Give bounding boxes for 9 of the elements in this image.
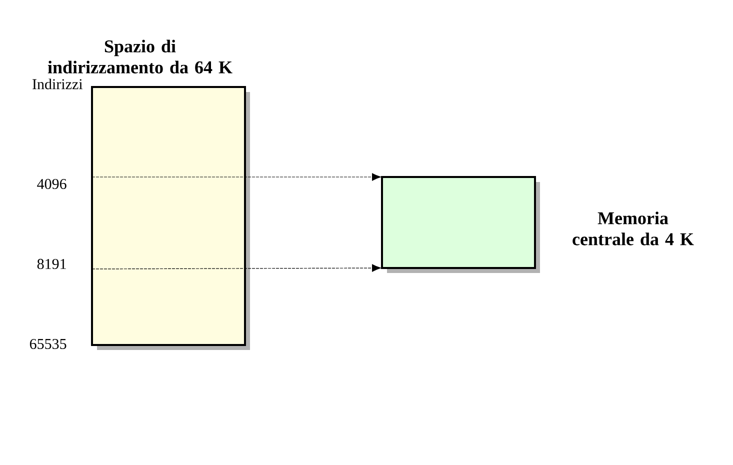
address-label: 4096	[37, 178, 66, 190]
address-label: 65535	[30, 338, 66, 350]
node-label: Spazio di indirizzamento da 64 K	[48, 40, 232, 74]
address-label: Indirizzi	[32, 78, 83, 90]
arrow	[92, 264, 382, 272]
node-label: Memoria centrale da 4 K	[572, 212, 694, 246]
memory-box: Memoria centrale da 4 K	[381, 176, 694, 273]
address-label: 8191	[37, 258, 66, 270]
arrow	[92, 173, 382, 181]
